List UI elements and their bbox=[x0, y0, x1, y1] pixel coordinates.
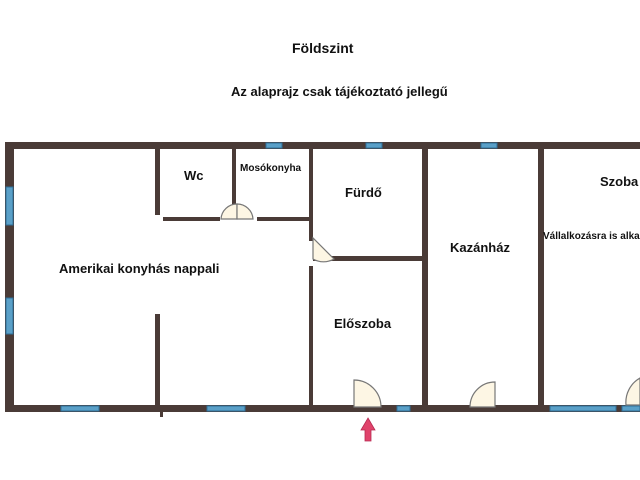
wall-bath-left-upper bbox=[309, 149, 313, 241]
door-room bbox=[625, 377, 640, 406]
door-laundry bbox=[236, 203, 254, 220]
door-bath bbox=[312, 236, 335, 263]
wall-hall-left bbox=[309, 266, 313, 405]
entrance-arrow-icon bbox=[360, 417, 376, 442]
room-label-room: Szoba bbox=[600, 174, 639, 189]
door-wc bbox=[220, 203, 238, 220]
interior-walls bbox=[155, 149, 544, 417]
room-label-wc: Wc bbox=[184, 168, 204, 183]
door-entrance bbox=[353, 379, 382, 408]
wall-wc-laundry bbox=[232, 149, 236, 219]
room-label-boiler: Kazánház bbox=[450, 240, 510, 255]
wall-laundry-bottom bbox=[257, 217, 313, 221]
room-label-hall: Előszoba bbox=[334, 316, 392, 331]
room-label-room-note: Vállalkozásra is alkalmas bbox=[543, 231, 640, 242]
disclaimer-note: Az alaprajz csak tájékoztató jellegű bbox=[231, 84, 448, 99]
room-label-living: Amerikai konyhás nappali bbox=[59, 261, 219, 276]
window-left-1 bbox=[5, 186, 14, 226]
window-bottom-2 bbox=[206, 405, 246, 412]
wall-partial-living bbox=[155, 314, 160, 405]
window-top-2 bbox=[365, 142, 383, 149]
wall-boiler-left bbox=[422, 149, 428, 405]
door-boiler bbox=[469, 381, 496, 408]
doors bbox=[220, 203, 640, 408]
window-bottom-4 bbox=[549, 405, 617, 412]
window-top-3 bbox=[480, 142, 498, 149]
room-label-laundry: Mosókonyha bbox=[240, 163, 302, 174]
wall-room-left bbox=[538, 149, 544, 405]
window-left-2 bbox=[5, 297, 14, 335]
top-wall bbox=[5, 142, 640, 149]
window-bottom-3 bbox=[396, 405, 411, 412]
wall-stub bbox=[160, 412, 163, 417]
wall-bath-bottom bbox=[313, 256, 425, 261]
bottom-wall bbox=[5, 405, 640, 412]
left-wall bbox=[5, 142, 14, 412]
outer-walls bbox=[5, 142, 640, 412]
windows bbox=[5, 142, 640, 412]
wall-wc-bottom bbox=[163, 217, 220, 221]
window-bottom-1 bbox=[60, 405, 100, 412]
wall-wc-left bbox=[155, 149, 160, 215]
window-top-1 bbox=[265, 142, 283, 149]
floor-title: Földszint bbox=[292, 40, 354, 56]
window-bottom-5 bbox=[621, 405, 640, 412]
room-label-bathroom: Fürdő bbox=[345, 185, 382, 200]
